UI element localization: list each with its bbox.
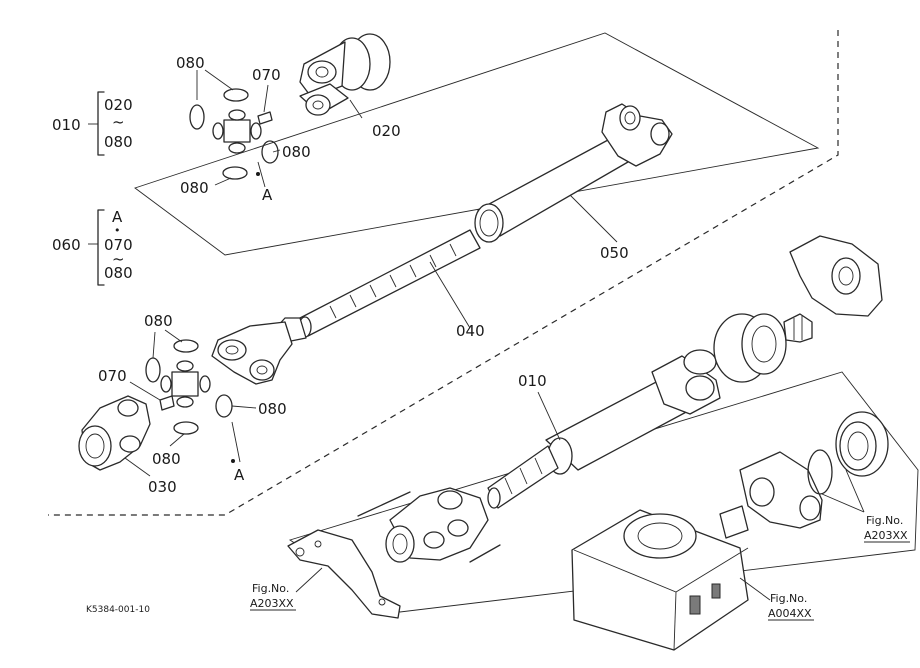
label-040: 040 bbox=[456, 322, 485, 340]
leader-lines-bottom bbox=[124, 329, 257, 477]
label-group-top-tilde: ~ bbox=[112, 113, 125, 131]
driveshaft-010-front-joint bbox=[385, 487, 489, 563]
label-group-mid-from: 070 bbox=[104, 236, 133, 254]
group-brace-top bbox=[88, 91, 105, 156]
label-group-mid-tilde: ~ bbox=[112, 250, 125, 268]
snap-rings-top bbox=[189, 88, 279, 180]
label-070-bot: 070 bbox=[98, 367, 127, 385]
point-a-top-dot bbox=[256, 172, 260, 176]
label-080-top-a: 080 bbox=[176, 54, 205, 72]
label-group-top: 010 bbox=[52, 116, 81, 134]
leader-050 bbox=[569, 194, 618, 243]
label-group-top-from: 020 bbox=[104, 96, 133, 114]
bracket-left bbox=[287, 529, 401, 619]
label-030: 030 bbox=[148, 478, 177, 496]
point-a-bottom-dot bbox=[231, 459, 235, 463]
label-080-bot-a: 080 bbox=[144, 312, 173, 330]
label-fig-left-1: Fig.No. bbox=[252, 582, 289, 595]
yoke-020 bbox=[299, 33, 391, 116]
label-080-top-c: 080 bbox=[180, 179, 209, 197]
yoke-030 bbox=[78, 395, 151, 471]
label-group-top-to: 080 bbox=[104, 133, 133, 151]
yoke-040 bbox=[211, 321, 293, 385]
bearing-seal bbox=[807, 411, 889, 495]
label-020: 020 bbox=[372, 122, 401, 140]
cross-spider-top bbox=[212, 109, 262, 154]
label-a-top: A bbox=[262, 186, 273, 204]
bracket-top-right bbox=[789, 235, 883, 317]
splined-shaft-040 bbox=[275, 229, 481, 343]
leader-040 bbox=[429, 261, 471, 329]
label-group-mid: 060 bbox=[52, 236, 81, 254]
fig-leaders bbox=[295, 469, 865, 601]
label-fig-mid-2: A004XX bbox=[768, 607, 812, 620]
label-a-bot: A bbox=[234, 466, 245, 484]
label-080-top-b: 080 bbox=[282, 143, 311, 161]
drawing-code: K5384-001-10 bbox=[86, 605, 150, 615]
outer-tube-050 bbox=[474, 103, 673, 243]
label-070-top: 070 bbox=[252, 66, 281, 84]
leader-lines-top bbox=[196, 69, 363, 188]
label-group-mid-dot: • bbox=[114, 224, 121, 237]
label-fig-right-1: Fig.No. bbox=[866, 514, 903, 527]
mounting-bolts bbox=[357, 491, 501, 563]
label-fig-right-2: A203XX bbox=[864, 529, 908, 542]
label-group-mid-to: 080 bbox=[104, 264, 133, 282]
label-010-bot: 010 bbox=[518, 372, 547, 390]
bracket-right bbox=[719, 451, 823, 539]
cross-spider-bottom bbox=[160, 360, 211, 408]
group-brace-mid bbox=[88, 209, 105, 286]
leader-010 bbox=[537, 391, 561, 441]
label-fig-left-2: A203XX bbox=[250, 597, 294, 610]
label-080-bot-b: 080 bbox=[258, 400, 287, 418]
grease-nipple-top bbox=[257, 111, 273, 125]
label-fig-mid-1: Fig.No. bbox=[770, 592, 807, 605]
label-group-mid-a: A bbox=[112, 208, 123, 226]
section-divider-line bbox=[48, 30, 839, 516]
label-080-bot-c: 080 bbox=[152, 450, 181, 468]
label-050: 050 bbox=[600, 244, 629, 262]
top-assembly-frame bbox=[134, 32, 820, 256]
housing-A004XX bbox=[571, 509, 749, 651]
grease-nipple-bottom bbox=[159, 395, 175, 411]
driveshaft-010 bbox=[487, 313, 813, 509]
